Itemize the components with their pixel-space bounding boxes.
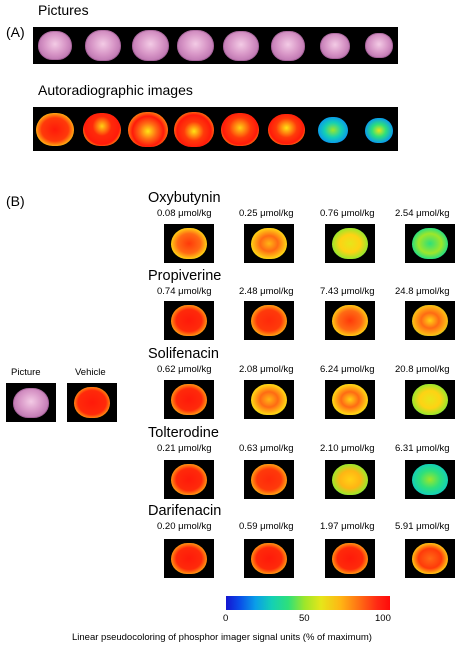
autoradiograph-panel — [405, 224, 455, 263]
autoradiograph — [365, 118, 393, 143]
autoradiograph — [171, 305, 207, 336]
autoradiograph-panel — [164, 224, 214, 263]
autoradio-title: Autoradiographic images — [38, 82, 193, 98]
colorbar-tick: 100 — [375, 613, 391, 624]
dose-label: 2.54 μmol/kg — [395, 208, 450, 219]
dose-label: 2.10 μmol/kg — [320, 443, 375, 454]
autoradiograph-panel — [325, 301, 375, 340]
autoradiograph-panel — [164, 301, 214, 340]
colorbar-tick: 50 — [299, 613, 310, 624]
brain-section-picture — [320, 33, 350, 59]
autoradiograph — [221, 113, 259, 146]
dose-label: 0.74 μmol/kg — [157, 286, 212, 297]
reference-picture — [6, 383, 56, 422]
autoradiograph — [171, 543, 207, 574]
drug-name: Tolterodine — [148, 425, 219, 441]
autoradiograph-panel — [164, 539, 214, 578]
dose-label: 0.76 μmol/kg — [320, 208, 375, 219]
autoradiograph-panel — [325, 539, 375, 578]
autoradiograph-panel — [164, 380, 214, 419]
autoradiograph — [171, 228, 207, 259]
autoradiograph-panel — [244, 224, 294, 263]
autoradiograph-panel — [325, 460, 375, 499]
autoradiograph — [251, 305, 287, 336]
colorbar — [226, 596, 390, 610]
autoradiograph-panel — [244, 380, 294, 419]
dose-label: 0.63 μmol/kg — [239, 443, 294, 454]
vehicle-label: Vehicle — [75, 367, 106, 378]
autoradiograph — [412, 305, 448, 336]
dose-label: 6.31 μmol/kg — [395, 443, 450, 454]
dose-label: 0.20 μmol/kg — [157, 521, 212, 532]
autoradiograph-panel — [244, 539, 294, 578]
autoradiograph — [412, 464, 448, 495]
picture-label: Picture — [11, 367, 41, 378]
autoradiograph-panel — [244, 460, 294, 499]
dose-label: 20.8 μmol/kg — [395, 364, 450, 375]
panel-a-label: (A) — [6, 24, 25, 40]
autoradiograph-panel — [405, 460, 455, 499]
autoradiograph — [251, 543, 287, 574]
panel-b-label: (B) — [6, 193, 25, 209]
brain-section-picture — [271, 31, 305, 61]
drug-name: Solifenacin — [148, 346, 219, 362]
dose-label: 7.43 μmol/kg — [320, 286, 375, 297]
dose-label: 24.8 μmol/kg — [395, 286, 450, 297]
autoradiograph — [412, 228, 448, 259]
autoradiograph — [251, 228, 287, 259]
autoradiograph-panel — [164, 460, 214, 499]
autoradiograph-panel — [325, 380, 375, 419]
autoradiograph — [251, 384, 287, 415]
colorbar-tick: 0 — [223, 613, 229, 624]
autoradiograph — [251, 464, 287, 495]
brain-section-picture — [85, 30, 121, 61]
brain-section-picture — [223, 31, 259, 61]
brain-section-picture — [132, 30, 169, 61]
autoradiograph — [171, 384, 207, 415]
autoradiograph — [318, 117, 348, 143]
dose-label: 6.24 μmol/kg — [320, 364, 375, 375]
autoradiograph — [74, 387, 110, 418]
autoradiograph — [332, 228, 368, 259]
dose-label: 0.62 μmol/kg — [157, 364, 212, 375]
autoradiograph-panel — [244, 301, 294, 340]
autoradiograph — [332, 305, 368, 336]
dose-label: 0.21 μmol/kg — [157, 443, 212, 454]
vehicle-autoradiograph — [67, 383, 117, 422]
brain-section-picture — [365, 33, 393, 58]
dose-label: 0.25 μmol/kg — [239, 208, 294, 219]
brain-section-picture — [38, 31, 72, 60]
dose-label: 2.48 μmol/kg — [239, 286, 294, 297]
autoradiographic-strip — [33, 107, 398, 151]
drug-name: Propiverine — [148, 268, 222, 284]
autoradiograph — [171, 464, 207, 495]
dose-label: 2.08 μmol/kg — [239, 364, 294, 375]
colorbar-caption: Linear pseudocoloring of phosphor imager… — [72, 632, 372, 643]
dose-label: 0.08 μmol/kg — [157, 208, 212, 219]
autoradiograph — [412, 384, 448, 415]
pictures-title: Pictures — [38, 2, 89, 18]
pictures-strip — [33, 27, 398, 64]
autoradiograph — [332, 464, 368, 495]
autoradiograph — [174, 112, 214, 147]
drug-name: Darifenacin — [148, 503, 222, 519]
drug-name: Oxybutynin — [148, 190, 221, 206]
autoradiograph — [332, 384, 368, 415]
autoradiograph — [128, 112, 168, 147]
dose-label: 0.59 μmol/kg — [239, 521, 294, 532]
dose-label: 5.91 μmol/kg — [395, 521, 450, 532]
autoradiograph-panel — [325, 224, 375, 263]
autoradiograph-panel — [405, 539, 455, 578]
autoradiograph — [332, 543, 368, 574]
autoradiograph — [268, 114, 305, 145]
brain-section-picture — [177, 30, 214, 61]
autoradiograph — [83, 113, 121, 146]
autoradiograph-panel — [405, 301, 455, 340]
autoradiograph — [412, 543, 448, 574]
brain-section-picture — [13, 388, 49, 418]
autoradiograph-panel — [405, 380, 455, 419]
dose-label: 1.97 μmol/kg — [320, 521, 375, 532]
autoradiograph — [36, 113, 74, 146]
